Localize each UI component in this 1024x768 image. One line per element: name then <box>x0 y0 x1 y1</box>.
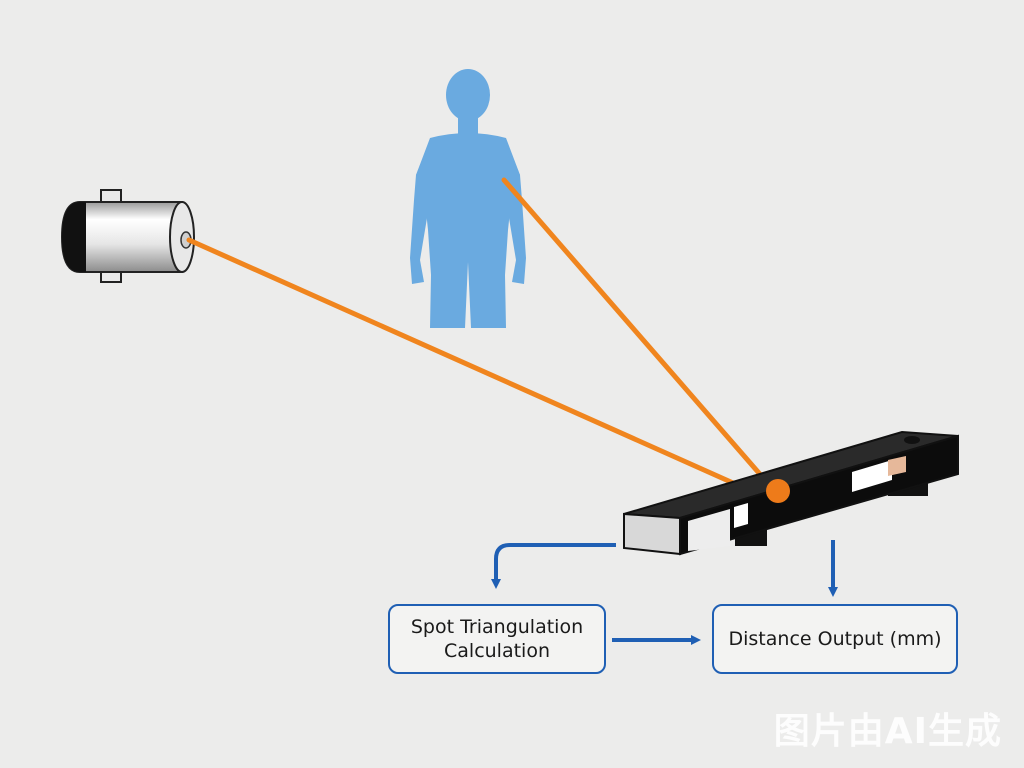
flow-arrows <box>491 540 838 645</box>
spot-triangulation-label: Spot Triangulation Calculation <box>410 616 584 662</box>
person-silhouette-icon <box>410 69 526 328</box>
laser-beam-emitter <box>186 237 763 498</box>
ai-generated-watermark: 图片由AI生成 <box>773 711 1002 752</box>
laser-spot-icon <box>766 479 790 503</box>
spot-triangulation-box: Spot Triangulation Calculation <box>388 604 606 674</box>
sensor-bar-icon <box>623 430 959 556</box>
distance-output-box: Distance Output (mm) <box>712 604 958 674</box>
distance-output-label: Distance Output (mm) <box>728 628 942 650</box>
laser-emitter-icon <box>60 189 195 283</box>
laser-beams <box>186 177 775 498</box>
arrow-sensor-to-calc <box>491 543 616 589</box>
laser-beam-reflected <box>501 177 775 491</box>
